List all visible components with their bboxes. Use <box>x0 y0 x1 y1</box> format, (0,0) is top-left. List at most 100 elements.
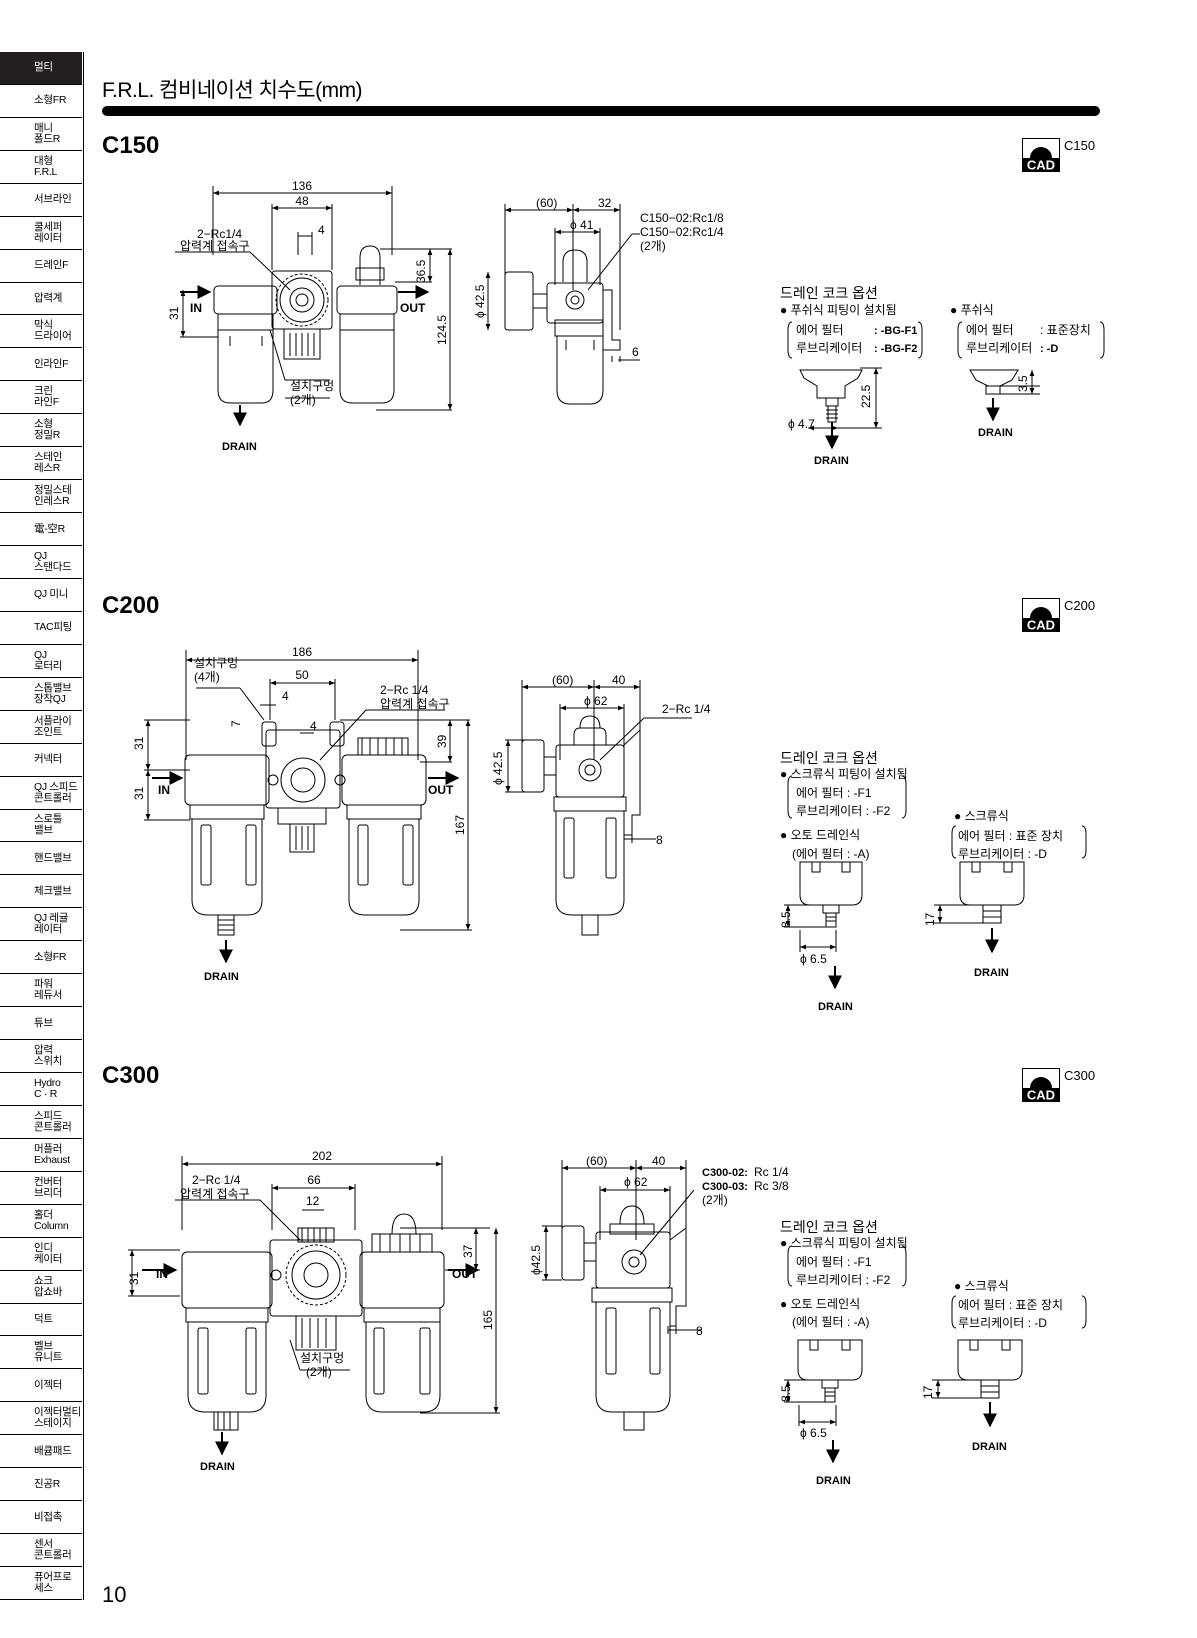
option-lubricator: 루브리케이터 : -D <box>958 847 1047 861</box>
sidebar-item[interactable]: 정밀스테 인레스R <box>0 480 82 514</box>
sidebar-item[interactable]: QJ 미니 <box>0 579 82 612</box>
drain-label: DRAIN <box>974 967 1009 979</box>
drain-option-title: 드레인 코크 옵션 <box>780 750 878 766</box>
dim-label: ϕ 62 <box>624 1175 648 1189</box>
sidebar-item[interactable]: 드레인F <box>0 250 82 283</box>
sidebar-item[interactable]: 서브라인 <box>0 184 82 217</box>
dim-label: 40 <box>652 1154 666 1168</box>
sidebar-item[interactable]: 핸드밸브 <box>0 842 82 876</box>
c200-drain-option-b <box>934 861 1025 954</box>
sidebar-item[interactable]: 배큠패드 <box>0 1435 82 1469</box>
option-filter: (에어 필터 : -A) <box>792 1315 870 1329</box>
dim-label: 136 <box>292 179 312 193</box>
mount-hole-label: 설치구멍 <box>290 379 334 393</box>
sidebar-item[interactable]: 소형FR <box>0 85 82 118</box>
dim-label: 4 <box>318 223 325 237</box>
option-auto-drain: ● 오토 드레인식 <box>780 1297 860 1311</box>
sidebar-item[interactable]: 막식 드라이어 <box>0 315 82 349</box>
model-port: Rc 1/4 <box>754 1165 789 1179</box>
sidebar-item[interactable]: 멀티 <box>0 52 82 85</box>
option-screw: ● 스크류식 <box>954 809 1009 823</box>
sidebar-item[interactable]: 머플러 Exhaust <box>0 1139 82 1172</box>
dim-label: 4 <box>282 689 289 703</box>
sidebar-item[interactable]: 이젝터멀티 스테이지 <box>0 1402 82 1436</box>
cad-icon[interactable]: CAD <box>1022 1068 1060 1102</box>
drain-option-title: 드레인 코크 옵션 <box>780 285 878 301</box>
port-label: 2−Rc 1/4 <box>662 702 711 716</box>
dim-label: 124.5 <box>435 315 449 345</box>
dim-label: 50 <box>295 668 309 682</box>
option-push-fit: ● 푸쉬식 피팅이 설치됨 <box>780 303 897 317</box>
cad-icon-text: CAD <box>1027 158 1055 173</box>
sidebar-item[interactable]: 소형FR <box>0 941 82 975</box>
option-filter: 에어 필터 : 표준 장치 <box>958 829 1063 843</box>
dim-label: 6 <box>632 345 639 359</box>
port-label: 2−Rc 1/4 <box>380 683 429 697</box>
option-filter: 에어 필터 : -F1 <box>796 786 872 800</box>
section-heading-c300: C300 <box>102 1062 160 1089</box>
out-label: OUT <box>428 783 454 797</box>
sidebar-item[interactable]: TAC피팅 <box>0 612 82 645</box>
sidebar-item[interactable]: 튜브 <box>0 1007 82 1041</box>
cad-icon[interactable]: CAD <box>1022 598 1060 632</box>
sidebar-item[interactable]: QJ 스탠다드 <box>0 546 82 579</box>
sidebar-item[interactable]: 인라인F <box>0 348 82 382</box>
sidebar-item[interactable]: Hydro C · R <box>0 1073 82 1106</box>
sidebar-item[interactable]: 비접촉 <box>0 1501 82 1535</box>
sidebar-item[interactable]: 스피드 콘트롤러 <box>0 1106 82 1139</box>
dim-label: 22.5 <box>859 384 873 408</box>
option-auto-drain: ● 오토 드레인식 <box>780 828 860 842</box>
sidebar-item[interactable]: 스테인 레스R <box>0 447 82 481</box>
sidebar-item[interactable]: 電-空R <box>0 513 82 547</box>
sidebar-item[interactable]: 크린 라인F <box>0 381 82 415</box>
option-screw-fit: ● 스크류식 피팅이 설치됨 <box>780 1236 908 1250</box>
dim-label: 32 <box>598 196 612 210</box>
sidebar-item[interactable]: 센서 콘트롤러 <box>0 1534 82 1568</box>
dim-label: 3.5 <box>1016 375 1030 392</box>
model-code: C300-03: <box>702 1181 748 1193</box>
dim-label: 186 <box>292 645 312 659</box>
sidebar-item[interactable]: 압력 스위치 <box>0 1040 82 1073</box>
sidebar-item[interactable]: 스로틀 밸브 <box>0 810 82 843</box>
sidebar-item[interactable]: 쿨세퍼 레이터 <box>0 217 82 250</box>
sidebar-item[interactable]: 압력계 <box>0 283 82 316</box>
model-label: C150−02:Rc1/8 <box>640 211 724 225</box>
c150-drain-option-b <box>969 369 1040 422</box>
sidebar-item[interactable]: 이젝터 <box>0 1369 82 1403</box>
sidebar-item[interactable]: 매니 폴드R <box>0 118 82 151</box>
option-lubricator: 루브리케이터 : -F2 <box>796 1273 891 1287</box>
sidebar-item[interactable]: 인디 케이터 <box>0 1238 82 1271</box>
out-label: OUT <box>452 1267 478 1281</box>
sidebar-item[interactable]: 벨브 유니트 <box>0 1337 82 1370</box>
option-code: : -D <box>1040 343 1058 355</box>
dim-label: 8.5 <box>779 911 793 928</box>
dim-label: ϕ 6.5 <box>800 952 827 966</box>
sidebar-item[interactable]: 서플라이 조인트 <box>0 711 82 744</box>
c200-drain-option-a <box>784 861 863 990</box>
sidebar-item[interactable]: 대형 F.R.L <box>0 151 82 184</box>
sidebar-item[interactable]: 홀더 Column <box>0 1205 82 1238</box>
option-filter: 에어 필터 : -F1 <box>796 1255 872 1269</box>
sidebar-item[interactable]: 컨버터 브리더 <box>0 1172 82 1205</box>
option-filter: 에어 필터 <box>966 323 1014 337</box>
sidebar-item[interactable]: QJ 스피드 콘트롤러 <box>0 777 82 810</box>
option-filter: 에어 필터 : 표준 장치 <box>958 1298 1063 1312</box>
sidebar-item[interactable]: QJ 로터리 <box>0 645 82 678</box>
option-filter: (에어 필터 : -A) <box>792 847 870 861</box>
sidebar-item[interactable]: 진공R <box>0 1468 82 1502</box>
sidebar-item[interactable]: 체크밸브 <box>0 875 82 909</box>
cad-icon[interactable]: CAD <box>1022 138 1060 172</box>
model-code: C300-02: <box>702 1167 748 1179</box>
option-lubricator: 루브리케이터 : -F2 <box>796 804 891 818</box>
sidebar-item[interactable]: 퓨어프로 세스 <box>0 1567 82 1600</box>
sidebar-item[interactable]: 소형 정밀R <box>0 414 82 448</box>
sidebar-item[interactable]: 파워 레듀서 <box>0 974 82 1008</box>
sidebar-item[interactable]: 스톱밸브 장착QJ <box>0 678 82 711</box>
dim-label: 165 <box>481 1310 495 1330</box>
sidebar-item[interactable]: QJ 레귤 레이터 <box>0 908 82 942</box>
option-screw-fit: ● 스크류식 피팅이 설치됨 <box>780 767 908 781</box>
dim-label: 167 <box>453 815 467 835</box>
sidebar-item[interactable]: 커넥터 <box>0 744 82 777</box>
sidebar-item[interactable]: 쇼크 압쇼바 <box>0 1271 82 1304</box>
sidebar-item[interactable]: 덕트 <box>0 1304 82 1337</box>
